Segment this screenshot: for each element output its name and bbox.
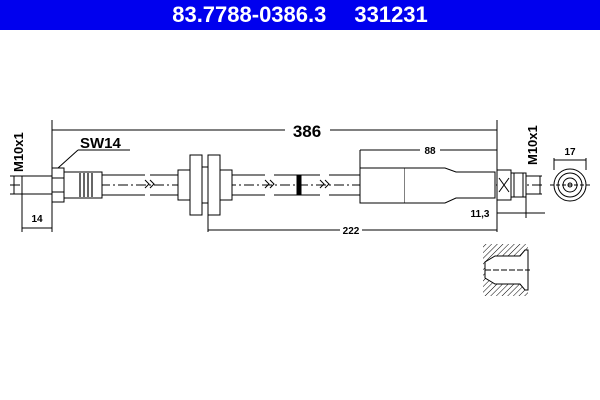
reference-number: 331231 [354,2,428,27]
dim-sleeve-length: 88 [424,146,436,157]
port-section-hatch [483,244,530,296]
dim-wrench-size: SW14 [80,135,122,152]
dim-left-thread: M10x1 [11,132,26,172]
dim-bracket-to-end: 222 [343,226,360,237]
dim-left-fitting: 14 [31,214,43,225]
part-number: 83.7788-0386.3 [172,2,327,27]
dim-right-thread: M10x1 [525,125,540,165]
title-bar: 83.7788-0386.3 331231 [0,0,600,30]
dim-end-diameter: 17 [564,147,576,158]
end-view-circle [550,158,590,202]
dim-tip-length: 11,3 [471,209,490,220]
dim-total-length: 386 [293,122,321,141]
